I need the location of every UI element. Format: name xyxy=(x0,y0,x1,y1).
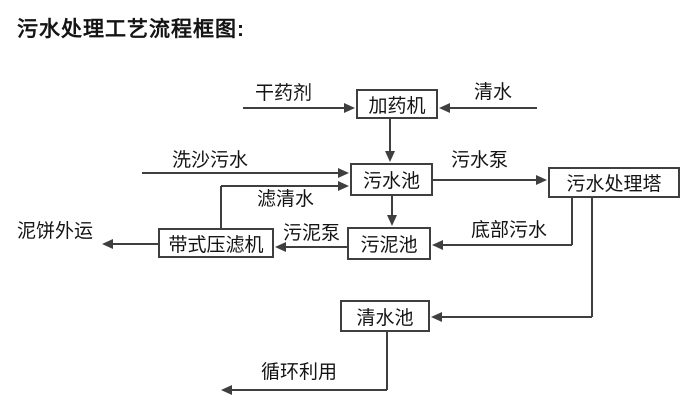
edge-label-dry-agent: 干药剂 xyxy=(255,83,313,104)
arrowhead-bottom-sewage xyxy=(432,240,443,250)
connector-bottom-sewage-vert xyxy=(571,198,573,245)
connector-dry-agent xyxy=(243,107,344,109)
node-belt-filter-press: 带式压滤机 xyxy=(158,228,274,258)
connector-dosing-to-sewage xyxy=(389,119,391,151)
arrowhead-dosing-to-sewage xyxy=(385,151,395,162)
diagram-title: 污水处理工艺流程框图: xyxy=(17,18,245,41)
node-clear-water-pool-label: 清水池 xyxy=(356,307,414,329)
node-treatment-tower: 污水处理塔 xyxy=(548,167,680,198)
arrowhead-tower-to-clear xyxy=(431,312,442,322)
arrowhead-recycle xyxy=(221,385,232,395)
arrowhead-sand-washing xyxy=(338,168,349,178)
edge-label-sludge-pump: 污泥泵 xyxy=(283,223,341,244)
edge-label-filtered-water: 滤清水 xyxy=(257,189,315,210)
connector-filtered-water-vert xyxy=(220,186,222,228)
connector-filtered-water xyxy=(221,185,338,187)
connector-tower-to-clear-vert xyxy=(591,198,593,317)
node-sewage-pool: 污水池 xyxy=(350,163,433,196)
edge-label-bottom-sewage: 底部污水 xyxy=(471,220,548,241)
connector-sewage-to-sludge xyxy=(391,196,393,215)
node-sewage-pool-label: 污水池 xyxy=(362,171,420,192)
connector-bottom-sewage xyxy=(443,244,572,246)
arrowhead-clear-water xyxy=(439,103,450,113)
edge-label-sewage-pump: 污水泵 xyxy=(451,150,509,171)
arrowhead-sewage-to-sludge xyxy=(387,215,397,226)
edge-label-sand-washing: 洗沙污水 xyxy=(172,150,249,171)
node-belt-filter-press-label: 带式压滤机 xyxy=(168,234,264,256)
node-dosing-machine-label: 加药机 xyxy=(368,95,426,117)
node-clear-water-pool: 清水池 xyxy=(340,300,430,332)
node-sludge-pool: 污泥池 xyxy=(347,227,431,260)
connector-recycle xyxy=(232,389,387,391)
edge-label-mud-cake: 泥饼外运 xyxy=(17,221,94,242)
arrowhead-sludge-pump xyxy=(275,242,286,252)
arrowhead-sewage-pump xyxy=(536,175,547,185)
connector-sewage-pump xyxy=(433,179,536,181)
arrowhead-mud-cake xyxy=(102,239,113,249)
node-dosing-machine: 加药机 xyxy=(356,89,438,119)
arrowhead-dry-agent xyxy=(344,103,355,113)
node-sludge-pool-label: 污泥池 xyxy=(360,235,418,256)
connector-sand-washing xyxy=(142,172,338,174)
connector-recycle-vert xyxy=(386,332,388,390)
connector-tower-to-clear xyxy=(442,316,592,318)
connector-mud-cake xyxy=(113,243,158,245)
edge-label-clear-water: 清水 xyxy=(474,82,513,103)
edge-label-recycle: 循环利用 xyxy=(261,362,338,383)
connector-clear-water xyxy=(450,107,537,109)
connector-sludge-pump xyxy=(286,246,347,248)
arrowhead-filtered-water xyxy=(338,181,349,191)
node-treatment-tower-label: 污水处理塔 xyxy=(566,174,662,195)
